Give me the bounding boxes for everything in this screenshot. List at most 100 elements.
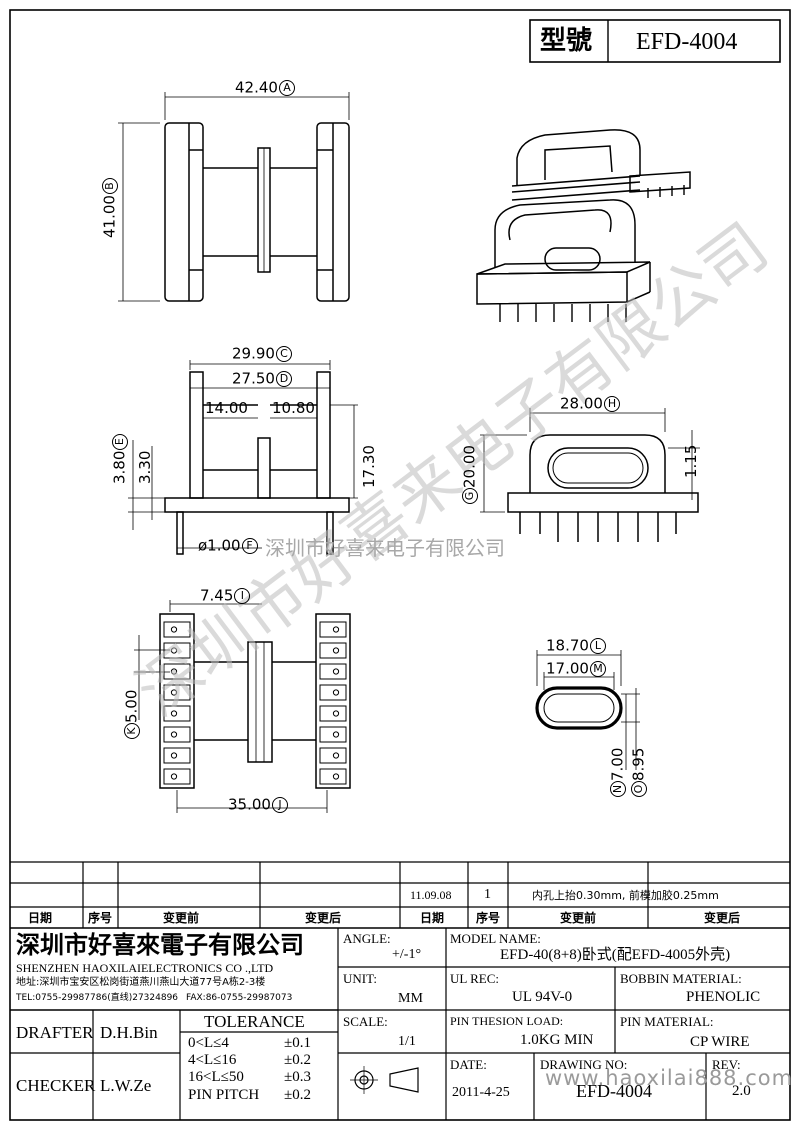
bottom-view [159,613,351,789]
marker-j: J [271,797,288,813]
company-name-cn: 深圳市好喜來電子有限公司 [16,933,304,959]
side-view [507,434,699,542]
pin-hole [332,647,340,654]
pin-hole [332,668,340,675]
rev-header-after-2: 变更后 [704,911,741,925]
model-header-box [529,19,781,63]
rev-header-after: 变更后 [305,911,342,925]
pin-slot [319,663,347,680]
bobbin-material-label: BOBBIN MATERIAL: [620,971,742,986]
side-view-dims [480,408,700,513]
angle-value: +/-1° [392,947,422,962]
tol3-value: ±0.3 [284,1069,311,1085]
marker-i: I [234,588,251,604]
marker-e: E [112,433,128,450]
dim-14: 14.00 [205,399,248,417]
dim-n: N7.00 [609,748,627,798]
pin-slot [163,726,191,743]
pin-hole [332,626,340,633]
pin-hole [170,626,178,633]
pin-slot [163,768,191,785]
obround-dims [536,650,640,770]
pin-hole [332,773,340,780]
pin-hole [170,647,178,654]
rev-header-before: 变更前 [163,911,200,925]
checker-value: L.W.Ze [100,1076,152,1095]
model-value: EFD-4004 [636,29,738,55]
rev-row1-seq: 1 [484,887,491,902]
ul-rec-label: UL REC: [450,971,499,986]
tol4-value: ±0.2 [284,1087,311,1103]
rev-header-seq: 序号 [88,911,113,925]
pin-hole [170,710,178,717]
pin-slot [163,621,191,638]
tol1-value: ±0.1 [284,1035,311,1051]
top-view [164,122,350,302]
pin-slot [163,663,191,680]
pin-load-value: 1.0KG MIN [520,1032,594,1048]
projection-symbol-icon [350,1066,419,1094]
pin-hole [332,731,340,738]
marker-o: O [631,781,647,797]
bobbin-material-value: PHENOLIC [686,989,761,1005]
tol1-range: 0<L≤4 [188,1035,229,1051]
rev-header-seq-2: 序号 [476,911,501,925]
marker-n: N [610,781,626,797]
ul-rec-value: UL 94V-0 [512,989,573,1005]
dim-k: K5.00 [123,690,141,740]
company-address: 地址:深圳市宝安区松岗街道燕川燕山大道77号A栋2-3楼 [16,977,266,988]
tolerance-label: TOLERANCE [204,1012,305,1031]
model-name-label: MODEL NAME: [450,931,541,946]
pin-slot [319,768,347,785]
pin-load-label: PIN THESION LOAD: [450,1014,564,1028]
marker-m: M [589,661,606,677]
rev-label: REV: [712,1057,741,1072]
scale-value: 1/1 [398,1034,416,1049]
pin-hole [332,710,340,717]
rev-row1-date: 11.09.08 [410,888,452,902]
pin-hole [332,689,340,696]
model-name-value: EFD-40(8+8)卧式(配EFD-4005外壳) [500,947,731,963]
revision-table [10,861,790,929]
outer-border [9,9,791,1121]
pin-slot [319,747,347,764]
drafter-value: D.H.Bin [100,1023,158,1042]
bottom-view-dims [134,600,328,813]
dim-115: 1.15 [682,444,700,478]
date-value: 2011-4-25 [452,1085,510,1100]
iso-pins [499,185,685,322]
tol2-range: 4<L≤16 [188,1052,237,1068]
obround-view [535,686,623,730]
pin-material-value: CP WIRE [690,1034,750,1050]
pin-hole [332,752,340,759]
drafter-label: DRAFTER [16,1023,94,1042]
watermark-center: 深圳市好喜来电子有限公司 [265,536,505,560]
rev-header-date-2: 日期 [420,911,445,925]
date-label: DATE: [450,1057,487,1072]
pin-slot [319,642,347,659]
marker-c: C [275,346,292,362]
dim-e: 3.80E [111,433,129,484]
rev-value: 2.0 [732,1083,751,1099]
company-tel: TEL:0755-29987786(直线)27324896 [16,993,179,1003]
pin-hole [170,773,178,780]
title-block-lines [10,928,790,1120]
pin-slot [319,726,347,743]
marker-a: A [278,80,295,96]
angle-label: ANGLE: [343,931,391,946]
dim-b: 41.00B [101,178,119,238]
obround-inner [543,693,615,723]
bottom-view-pins [163,621,347,785]
pin-hole [170,752,178,759]
tol4-range: PIN PITCH [188,1087,260,1103]
dim-o: O8.95 [630,748,648,798]
company-name-en: SHENZHEN HAOXILAIELECTRONICS CO .,LTD [16,961,274,975]
marker-g: G [462,488,478,504]
pin-material-label: PIN MATERIAL: [620,1014,714,1029]
marker-k: K [124,723,140,739]
